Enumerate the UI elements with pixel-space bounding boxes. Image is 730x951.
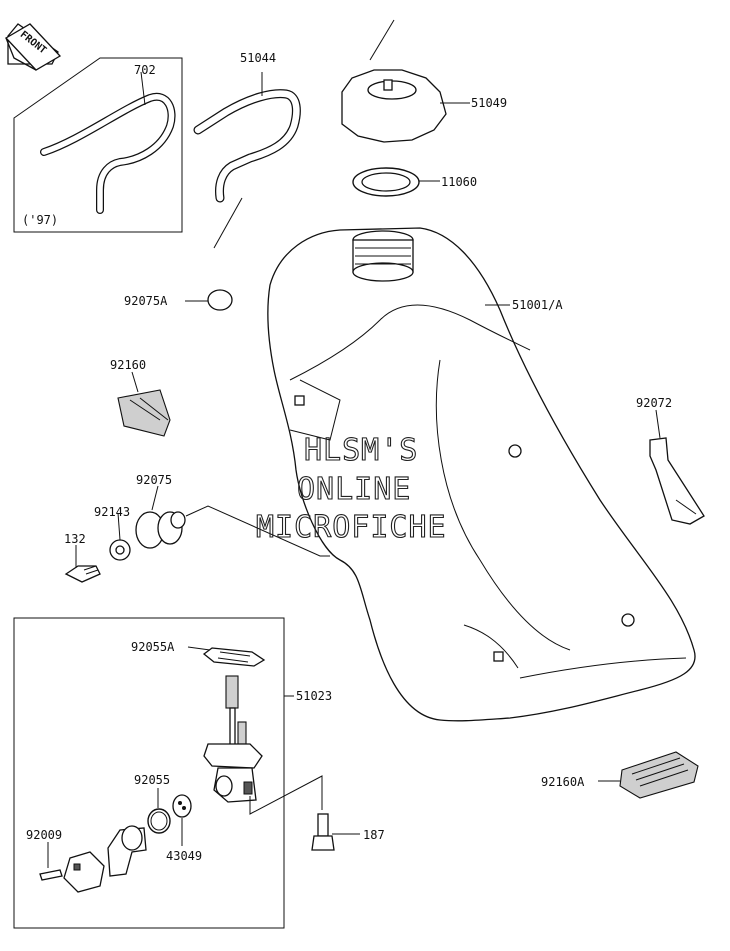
damper-92160A xyxy=(598,751,699,799)
label-92143: 92143 xyxy=(94,505,130,519)
watermark-line-2: ONLINE xyxy=(297,472,411,507)
watermark-line-1: HLSM'S xyxy=(304,433,418,468)
label-132: 132 xyxy=(64,532,86,546)
fuel-tank-51001 xyxy=(267,227,696,722)
watermark-line-3: MICROFICHE xyxy=(256,510,447,545)
label-51044: 51044 xyxy=(240,51,276,65)
label-702: 702 xyxy=(134,63,156,77)
label-92160A: 92160A xyxy=(541,775,585,789)
label-97: ('97) xyxy=(22,213,58,227)
hose-51044-group xyxy=(193,19,395,249)
label-11060: 11060 xyxy=(441,175,477,189)
label-92075A: 92075A xyxy=(124,294,168,308)
strap-92072 xyxy=(649,409,705,525)
label-92075: 92075 xyxy=(136,473,172,487)
label-92009: 92009 xyxy=(26,828,62,842)
mount-hardware-group xyxy=(64,485,330,583)
grommet-92075A xyxy=(185,289,233,311)
label-51001A: 51001/A xyxy=(512,298,563,312)
label-187: 187 xyxy=(363,828,385,842)
label-92055: 92055 xyxy=(134,773,170,787)
label-43049: 43049 xyxy=(166,849,202,863)
gasket-11060 xyxy=(352,167,440,197)
label-51049: 51049 xyxy=(471,96,507,110)
fuel-cap-51049 xyxy=(341,69,470,143)
hose-702-group xyxy=(13,57,183,233)
label-51023: 51023 xyxy=(296,689,332,703)
damper-92160 xyxy=(117,371,171,437)
label-92160: 92160 xyxy=(110,358,146,372)
fuel-cock-51023-group xyxy=(13,617,360,929)
label-92055A: 92055A xyxy=(131,640,175,654)
front-arrow-badge: FRONT xyxy=(4,23,62,71)
label-92072: 92072 xyxy=(636,396,672,410)
